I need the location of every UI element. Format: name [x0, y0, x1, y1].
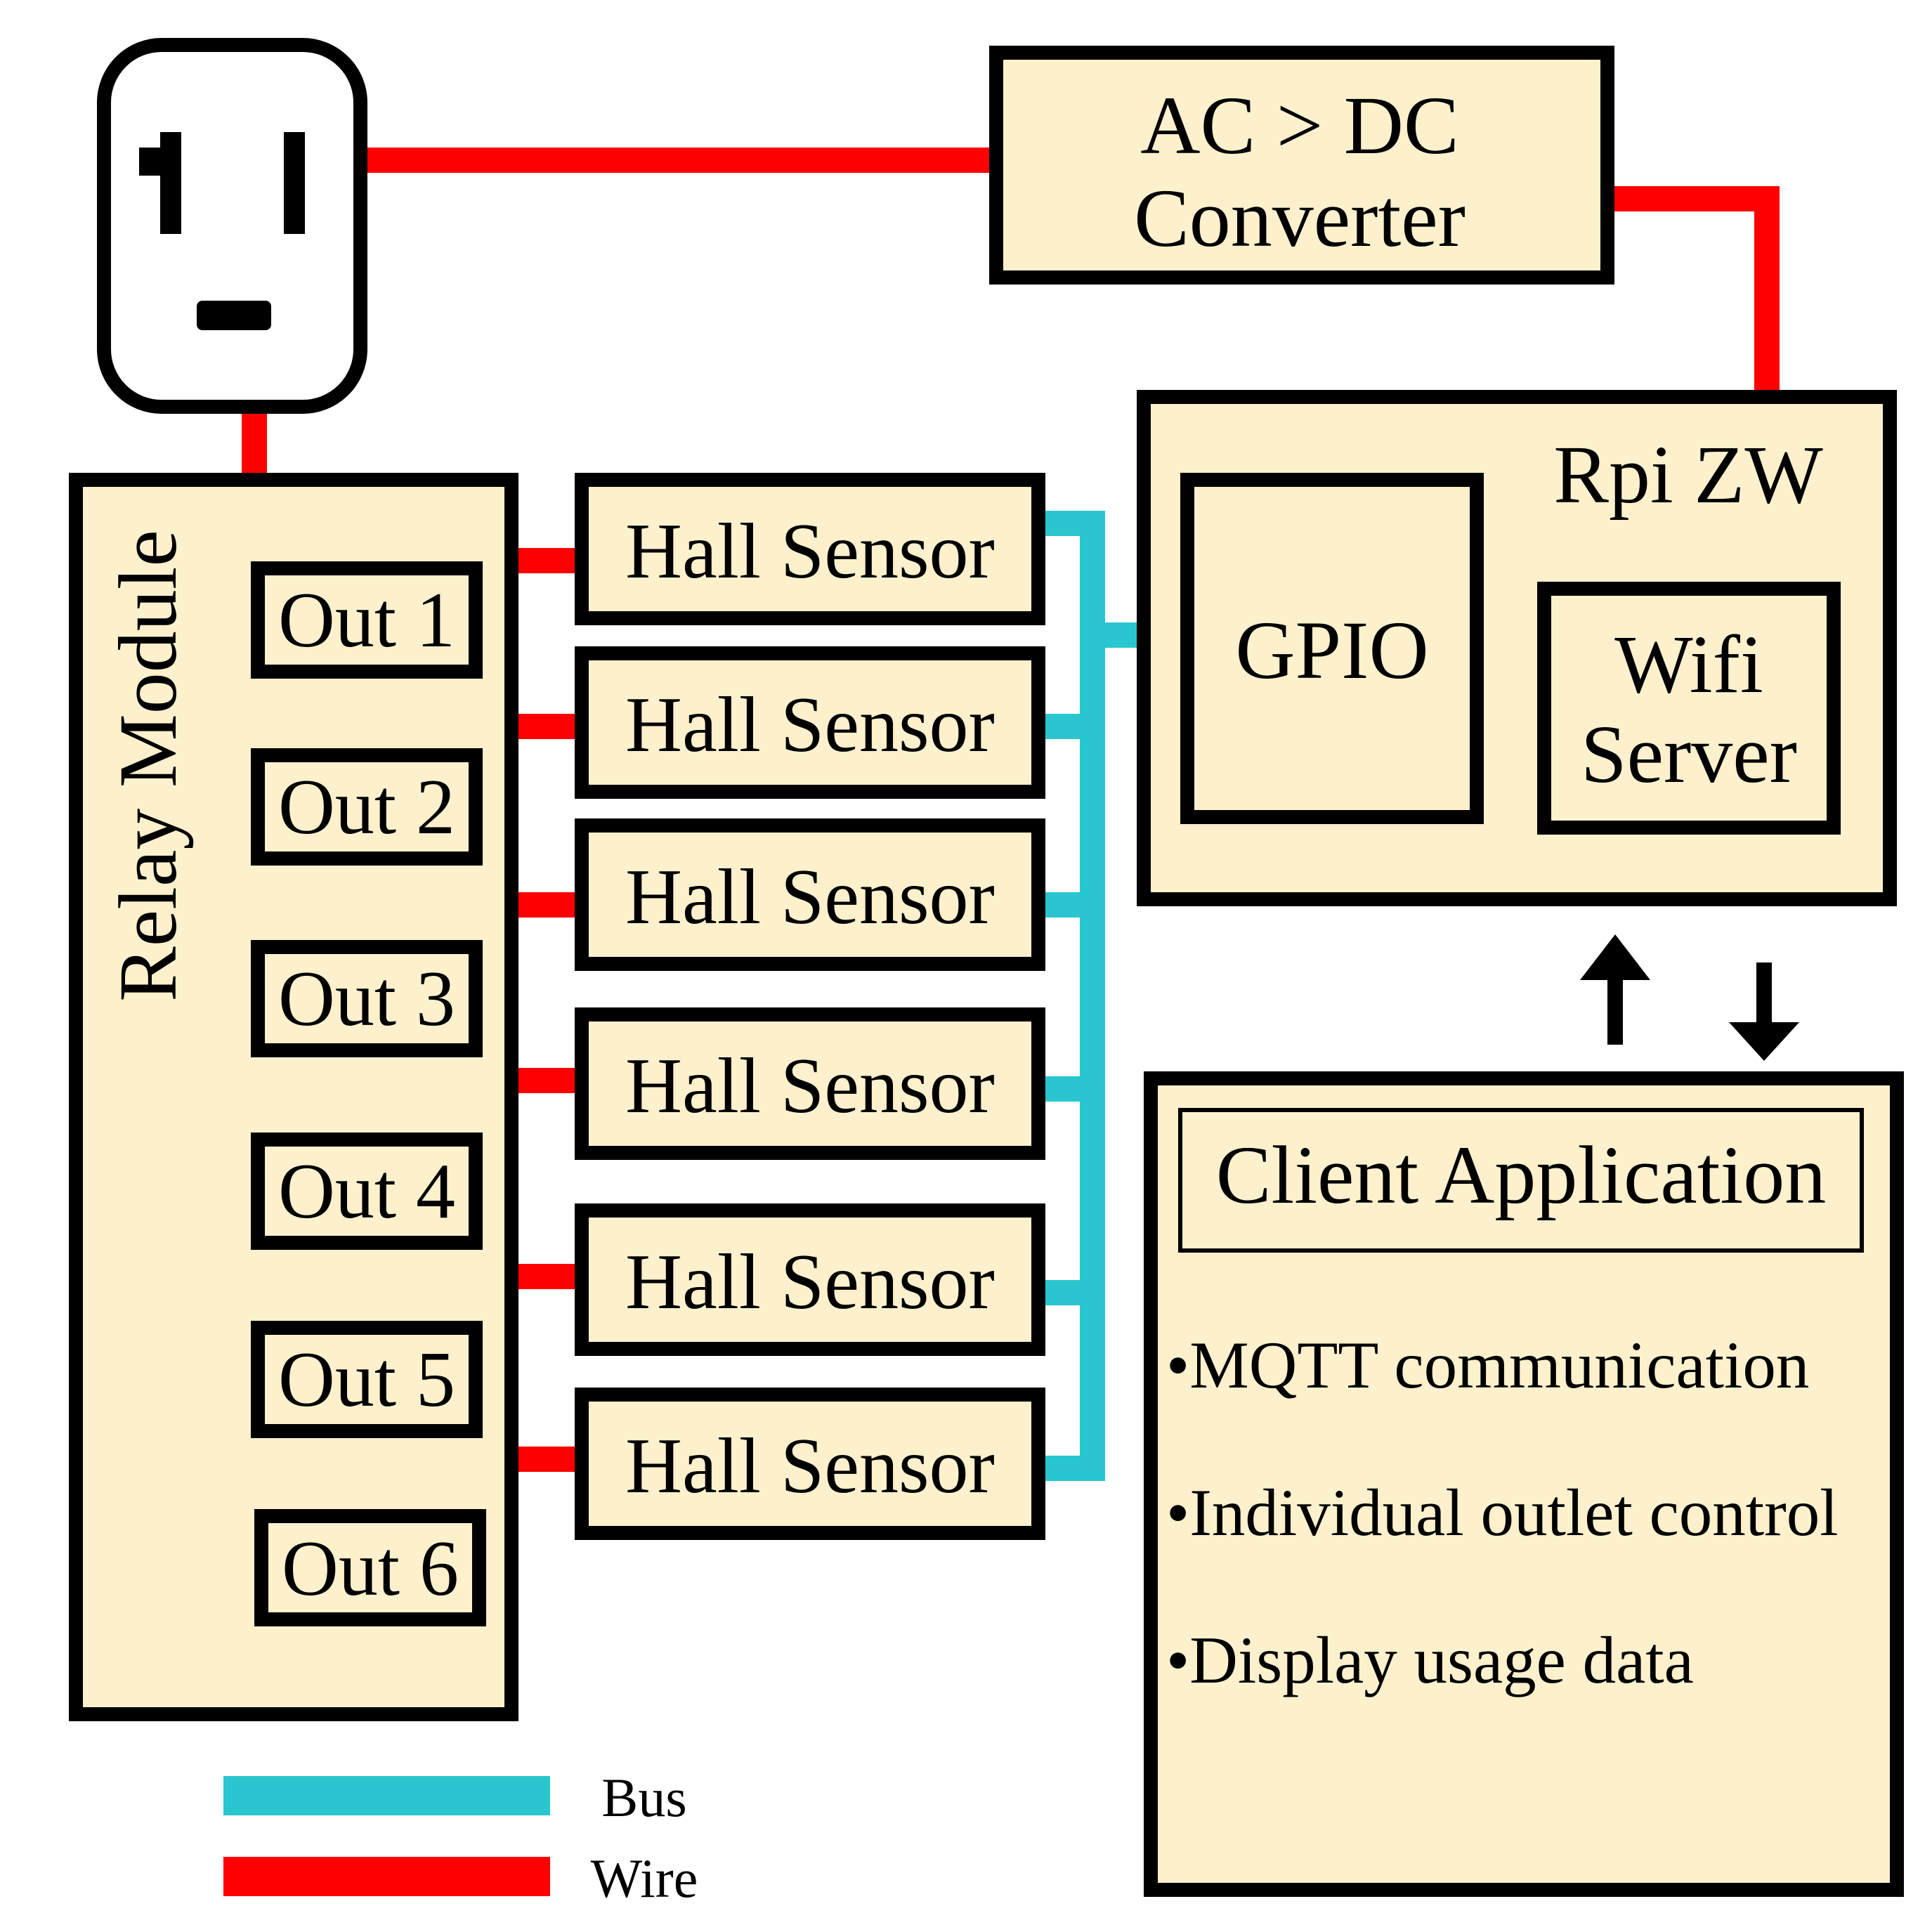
bus: [1038, 511, 1187, 1481]
output-box-5: [251, 1321, 483, 1438]
output-label-5: Out 5: [278, 1336, 455, 1423]
output-label-1: Out 1: [278, 577, 455, 664]
arrow-down-icon: [1729, 962, 1799, 1061]
converter-label-line2: Converter: [1134, 172, 1466, 264]
output-box-4: [251, 1133, 483, 1250]
hall-sensor-label-6: Hall Sensor: [625, 1423, 995, 1510]
hall-sensor-box-2: [575, 646, 1045, 799]
legend: Bus Wire: [223, 1767, 698, 1909]
hall-sensor-label-5: Hall Sensor: [625, 1239, 995, 1326]
wires: [242, 148, 1780, 1472]
wifi-server-box: [1537, 582, 1841, 835]
client-bullet-2: •Individual outlet control: [1166, 1475, 1839, 1550]
client-application-box: Client Application •MQTT communication •…: [1144, 1071, 1904, 1897]
bus-trunk: [1038, 511, 1105, 1481]
hall-sensor-label-1: Hall Sensor: [625, 508, 995, 595]
output-label-2: Out 2: [278, 764, 455, 851]
converter-label-line1: AC > DC: [1140, 79, 1458, 171]
relay-module-label: Relay Module: [102, 530, 194, 1002]
client-bullet-3: •Display usage data: [1166, 1623, 1694, 1697]
client-title: Client Application: [1216, 1129, 1827, 1221]
output-label-6: Out 6: [282, 1525, 459, 1612]
legend-bus-swatch: [223, 1776, 550, 1815]
hall-sensor-label-2: Hall Sensor: [625, 681, 995, 769]
output-box-6: [254, 1509, 486, 1626]
wire-converter-to-rpi: [1609, 186, 1780, 397]
hall-sensor-box-3: [575, 818, 1045, 971]
output-box-3: [251, 940, 483, 1057]
gpio-label: GPIO: [1235, 604, 1428, 696]
relay-module: Relay Module Out 1 Out 2 Out 3 Out 4 Out…: [69, 473, 518, 1721]
hall-sensor-label-4: Hall Sensor: [625, 1043, 995, 1130]
hall-sensors: Hall Sensor Hall Sensor Hall Sensor Hall…: [575, 473, 1045, 1540]
rpi-box: Rpi ZW GPIO Wifi Server: [1137, 390, 1897, 906]
output-label-4: Out 4: [278, 1148, 455, 1235]
wifi-server-label-line2: Server: [1581, 708, 1797, 800]
output-box-2: [251, 748, 483, 866]
rpi-label: Rpi ZW: [1553, 429, 1823, 521]
output-box-1: [251, 561, 483, 679]
legend-bus-label: Bus: [601, 1767, 686, 1828]
hall-sensor-box-5: [575, 1203, 1045, 1356]
legend-wire-swatch: [223, 1857, 550, 1896]
legend-wire-label: Wire: [591, 1848, 698, 1909]
hall-sensor-box-6: [575, 1388, 1045, 1540]
converter-box: AC > DC Converter: [989, 46, 1614, 285]
output-label-3: Out 3: [278, 955, 455, 1043]
arrow-up-icon: [1580, 934, 1650, 1045]
client-title-box: [1178, 1108, 1864, 1253]
hall-sensor-box-1: [575, 473, 1045, 625]
hall-sensor-label-3: Hall Sensor: [625, 854, 995, 941]
wifi-server-label-line1: Wifi: [1614, 618, 1763, 710]
client-bullet-1: •MQTT communication: [1166, 1328, 1809, 1402]
hall-sensor-box-4: [575, 1007, 1045, 1160]
outlet-icon: [97, 38, 367, 414]
gpio-box: [1180, 473, 1484, 824]
